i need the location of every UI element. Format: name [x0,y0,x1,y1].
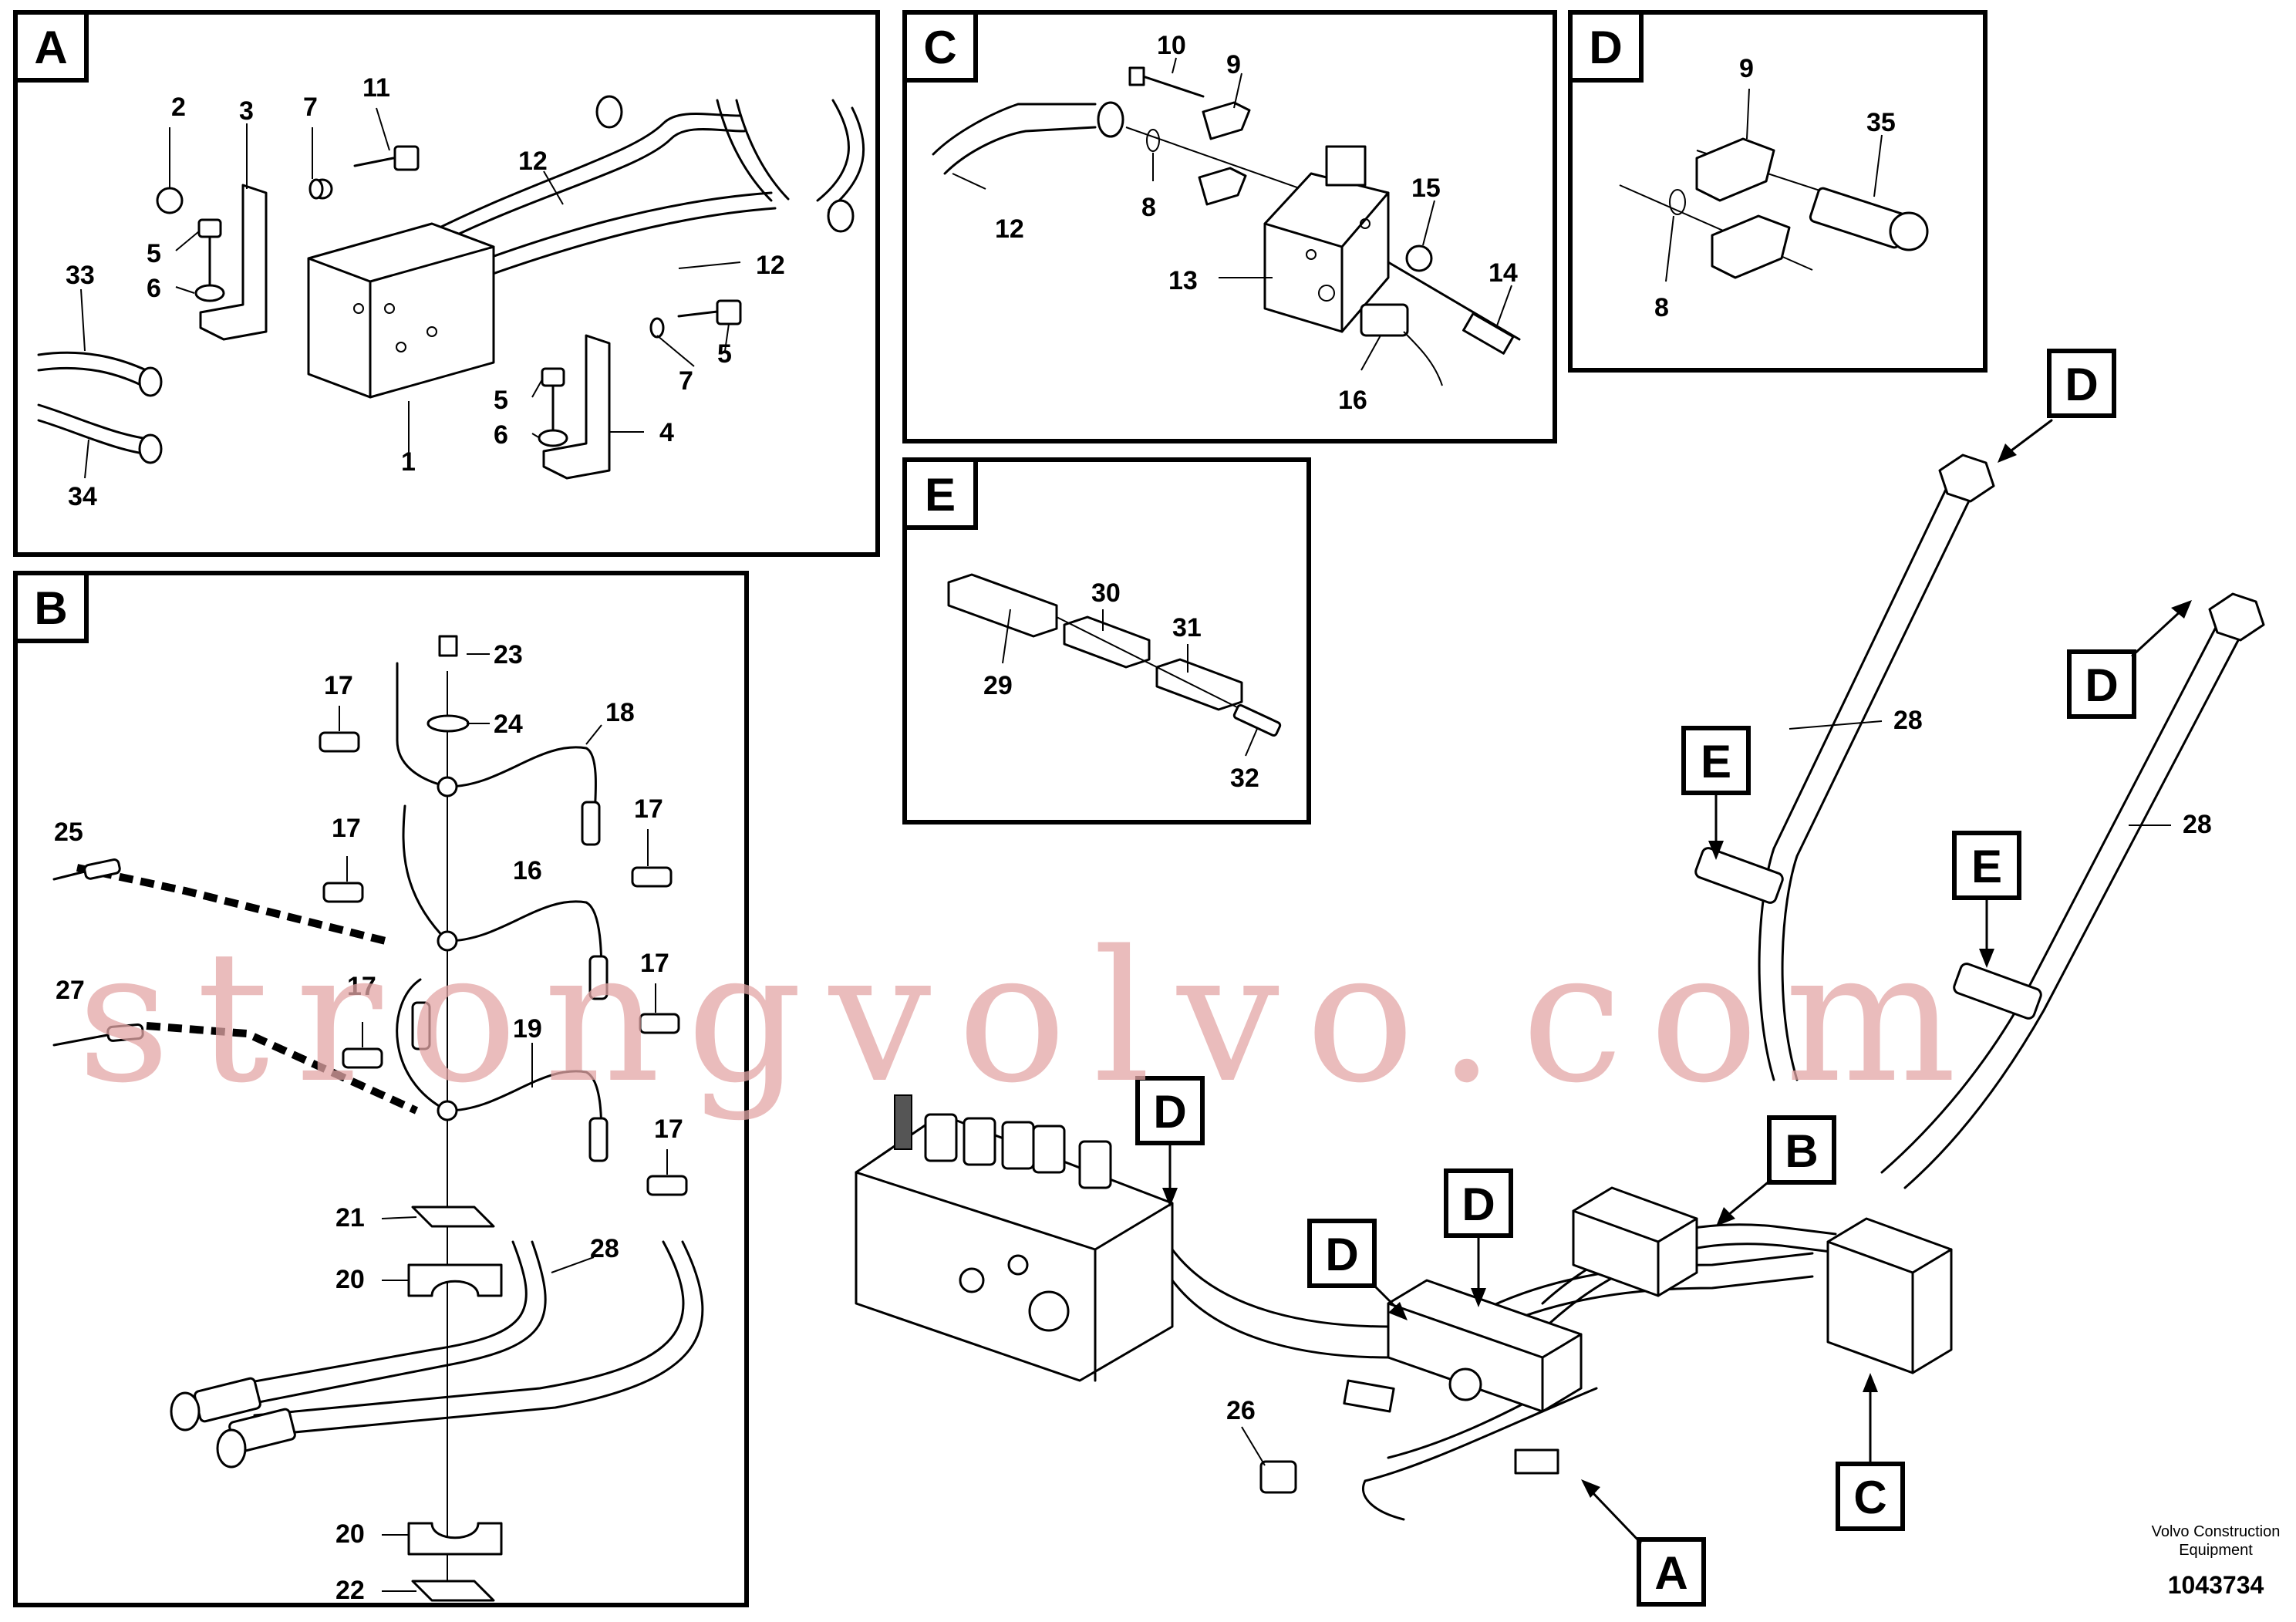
pointer-d-top: D [1998,349,2116,463]
panel-a: A [13,10,880,557]
callout-b-17b: 17 [332,814,361,843]
svg-text:D: D [1325,1229,1358,1280]
pointer-e-right: E [1952,831,2021,968]
callout-b-17f: 17 [654,1114,683,1144]
callout-c-16: 16 [1338,386,1367,415]
callout-a-5b: 5 [717,339,732,369]
callout-c-10: 10 [1157,31,1186,60]
callout-c-9: 9 [1226,50,1241,79]
pointer-d-upper: D [1444,1168,1513,1307]
pointer-c: C [1836,1373,1905,1531]
pointer-e-left: E [1681,726,1751,860]
callout-d-35: 35 [1866,108,1896,137]
svg-text:D: D [1462,1179,1495,1230]
pointer-d-valve: D [1135,1076,1205,1207]
callout-e-29: 29 [983,671,1013,700]
callout-d-8: 8 [1654,293,1669,322]
callout-b-18: 18 [605,698,635,727]
callout-e-31: 31 [1172,613,1202,642]
callout-c-13: 13 [1168,266,1198,295]
svg-text:A: A [1654,1547,1687,1599]
callout-a-5: 5 [147,239,161,268]
callout-b-20: 20 [335,1265,365,1294]
panel-c: C 12 10 9 8 15 13 14 [902,10,1557,443]
callout-b-20b: 20 [335,1519,365,1549]
callout-c-14: 14 [1489,258,1518,288]
callout-a-6b: 6 [494,420,508,450]
callout-b-17c: 17 [634,794,663,824]
svg-text:B: B [1785,1125,1818,1177]
callout-a-4: 4 [659,418,674,447]
panel-b: B [13,571,749,1607]
callout-a-12: 12 [518,147,548,176]
callout-overview-26: 26 [1226,1396,1256,1425]
callout-a-2: 2 [171,93,186,122]
pointer-a: A [1581,1479,1706,1607]
footer-company-line2: Equipment [2179,1542,2253,1559]
callout-a-12b: 12 [756,251,785,280]
footer-company: Volvo Construction [2152,1523,2281,1540]
callout-b-23: 23 [494,640,523,669]
callout-b-16: 16 [513,856,542,885]
panel-d-label: D [1589,22,1622,73]
callout-a-33: 33 [66,261,95,290]
callout-b-17e: 17 [640,949,669,978]
callout-b-24: 24 [494,710,523,739]
panel-c-label: C [923,22,956,73]
panel-d: D 9 35 8 [1568,10,1988,373]
callout-b-25: 25 [54,818,83,847]
callout-a-3: 3 [239,96,254,126]
callout-b-22: 22 [335,1576,365,1605]
svg-text:E: E [1701,736,1731,787]
pointer-d-right: D [2067,600,2192,719]
panel-a-label: A [34,22,67,73]
panel-e-label: E [925,469,956,521]
footer-doc-number: 1043734 [2168,1571,2264,1599]
overview-assembly: 26 28 28 D D E E [855,349,2265,1607]
callout-b-27: 27 [56,976,85,1005]
watermark-text: strongvolvo.com [77,912,1983,1123]
callout-d-9: 9 [1739,54,1754,83]
svg-text:D: D [2065,359,2098,410]
callout-a-6: 6 [147,274,161,303]
callout-e-32: 32 [1230,764,1259,793]
svg-text:D: D [2085,659,2118,711]
callout-a-7b: 7 [679,366,693,396]
pointer-d-mid: D [1307,1219,1408,1320]
callout-c-8: 8 [1141,193,1156,222]
callout-b-17d: 17 [347,972,376,1001]
callout-a-7: 7 [303,93,318,122]
callout-c-15: 15 [1411,174,1441,203]
pointer-b: B [1716,1115,1836,1226]
svg-text:C: C [1853,1472,1886,1523]
callout-a-1: 1 [401,447,416,477]
panel-e: E 30 31 29 32 [902,457,1311,824]
callout-overview-28b: 28 [2183,810,2212,839]
svg-text:D: D [1153,1086,1186,1138]
callout-e-30: 30 [1091,578,1121,608]
callout-b-21: 21 [335,1203,365,1233]
callout-overview-28a: 28 [1893,706,1923,735]
panel-b-label: B [34,582,67,634]
callout-b-19: 19 [513,1014,542,1044]
callout-b-17: 17 [324,671,353,700]
callout-b-28: 28 [590,1234,619,1263]
callout-a-5c: 5 [494,386,508,415]
callout-a-34: 34 [68,482,97,511]
callout-c-12: 12 [995,214,1024,244]
callout-a-11: 11 [362,73,390,103]
svg-text:E: E [1971,841,2002,892]
